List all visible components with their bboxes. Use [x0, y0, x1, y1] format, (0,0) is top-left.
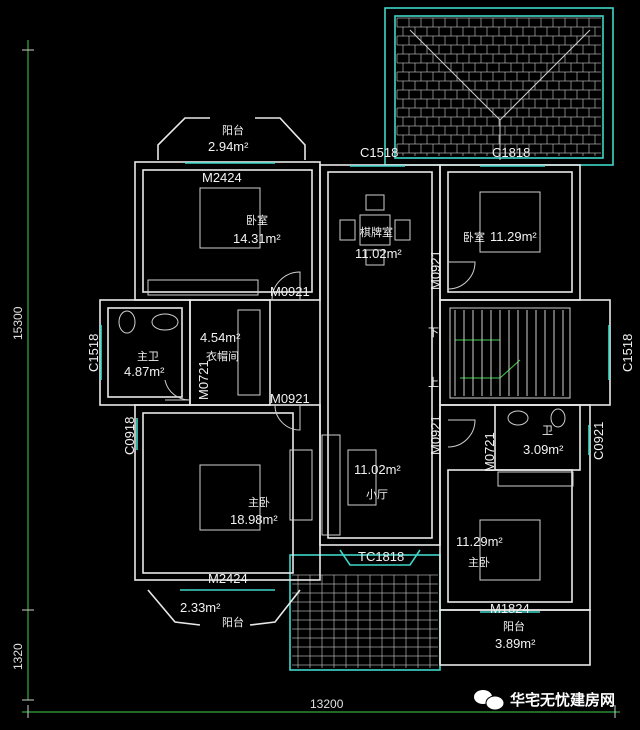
label-master-bedroom: 主卧 [248, 496, 270, 509]
opening-tc1818: TC1818 [358, 549, 404, 564]
front-terrace [289, 554, 441, 671]
area-bedroom-nw: 14.31m² [233, 231, 281, 246]
area-small-hall: 11.02m² [354, 462, 401, 477]
opening-m0921-b: M0921 [270, 391, 310, 406]
opening-m0921-c: M0921 [428, 250, 443, 290]
dimension-lines: 15300 1320 13200 [11, 40, 620, 718]
stair [449, 307, 571, 399]
room-labels: 阳台 2.94m² 卧室 14.31m² 棋牌室 11.02m² 卧室 11.2… [124, 123, 564, 651]
area-balcony-se: 3.89m² [495, 636, 536, 651]
area-master-bedroom: 18.98m² [230, 512, 278, 527]
roof-terrace [384, 7, 614, 166]
label-master-bedroom-se: 主卧 [468, 556, 490, 569]
opening-m0921-a: M0921 [270, 284, 310, 299]
opening-c1518-top: C1518 [360, 145, 398, 160]
area-closet: 4.54m² [200, 330, 241, 345]
label-balcony-se: 阳台 [503, 619, 525, 633]
area-bath-e: 3.09m² [523, 442, 564, 457]
opening-m0921-d: M0921 [428, 415, 443, 455]
label-bedroom-nw: 卧室 [246, 213, 268, 227]
opening-m2424-top: M2424 [202, 170, 242, 185]
opening-c1518-left: C1518 [86, 334, 101, 372]
area-bedroom-ne: 11.29m² [490, 229, 537, 244]
doors [164, 261, 476, 448]
area-balcony-top: 2.94m² [208, 139, 249, 154]
label-master-bath: 主卫 [137, 350, 159, 363]
label-balcony-top: 阳台 [222, 123, 244, 137]
area-chess-room: 11.02m² [355, 246, 402, 261]
label-small-hall: 小厅 [366, 488, 388, 501]
area-balcony-sw: 2.33m² [180, 600, 221, 615]
opening-m2424-bottom: M2424 [208, 571, 248, 586]
watermark-text: 华宅无忧建房网 [510, 691, 615, 709]
label-chess-room: 棋牌室 [360, 225, 393, 239]
area-master-bedroom-se: 11.29m² [456, 534, 503, 549]
opening-m0721-a: M0721 [196, 360, 211, 400]
opening-m0721-b: M0721 [482, 432, 497, 472]
windows [100, 162, 610, 613]
label-bedroom-ne: 卧室 [463, 230, 485, 244]
walls [99, 117, 611, 666]
dim-height-balcony: 1320 [11, 643, 25, 670]
opening-c1818: C1818 [492, 145, 530, 160]
label-bath-e: 卫 [542, 424, 553, 437]
label-balcony-sw: 阳台 [222, 615, 244, 629]
opening-labels: C1518 C1818 M2424 M0921 M0921 M0921 M092… [86, 145, 635, 616]
area-master-bath: 4.87m² [124, 364, 165, 379]
dim-height-main: 15300 [11, 306, 25, 340]
stair-up-label: 上 [428, 376, 439, 389]
opening-m1824: M1824 [490, 601, 530, 616]
dim-width: 13200 [310, 697, 344, 711]
label-closet: 衣帽间 [206, 349, 239, 363]
watermark: 华宅无忧建房网 [474, 690, 615, 711]
opening-c0921: C0921 [591, 422, 606, 460]
opening-c1518-right: C1518 [620, 334, 635, 372]
stair-down-label: 下 [428, 326, 439, 339]
opening-c0918: C0918 [122, 417, 137, 455]
